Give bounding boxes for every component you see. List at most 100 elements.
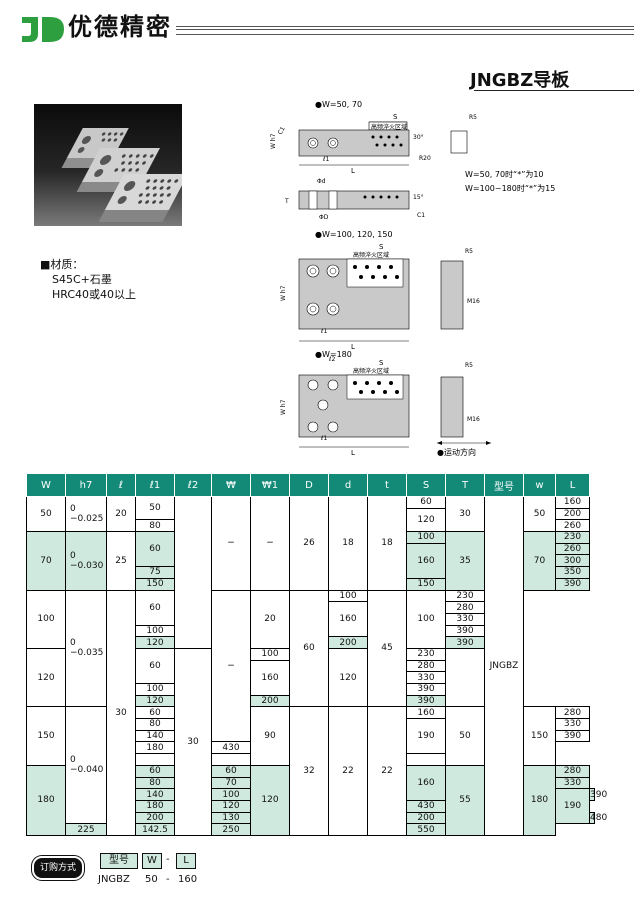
col-t: t — [367, 473, 407, 497]
table-cell: 230 — [445, 589, 485, 603]
table-cell — [135, 753, 175, 766]
brand-name: 优德精密 — [68, 13, 172, 41]
table-cell: 180 — [135, 799, 175, 813]
table-cell: 60 — [406, 496, 446, 509]
col-h7: h7 — [65, 473, 107, 497]
table-cell: 200 — [555, 507, 590, 521]
svg-text:C1: C1 — [277, 125, 287, 136]
svg-text:15°: 15° — [413, 194, 424, 201]
table-cell: 32 — [289, 706, 329, 836]
table-cell: 330 — [445, 612, 485, 626]
table-cell: 18 — [367, 496, 407, 591]
order-dash-1: - — [166, 854, 170, 865]
table-cell: 280 — [406, 659, 446, 673]
svg-text:R5: R5 — [465, 362, 473, 369]
table-cell: 120 — [328, 647, 368, 708]
table-cell: 120 — [26, 647, 66, 708]
svg-text:ΦD: ΦD — [319, 214, 329, 221]
table-cell: 100 — [406, 589, 446, 649]
svg-text:Φd: Φd — [317, 178, 326, 185]
svg-text:R5: R5 — [465, 248, 473, 255]
svg-text:T: T — [284, 198, 289, 205]
table-cell: 260 — [555, 519, 590, 533]
note-w100-180: W=100~180时“*”为15 — [465, 183, 555, 193]
table-cell: 150 — [406, 577, 446, 591]
header-rule — [176, 26, 634, 35]
table-cell: 280 — [445, 601, 485, 614]
table-cell: 50 — [523, 495, 556, 533]
table-cell: 280 — [555, 706, 590, 720]
table-cell: 55 — [445, 764, 485, 836]
table-cell: 70 — [523, 531, 556, 591]
table-cell: 45 — [367, 589, 407, 708]
title-underline — [474, 90, 634, 91]
table-row — [27, 753, 595, 766]
table-cell: 200 — [135, 811, 175, 825]
table-cell: 100 — [135, 683, 175, 696]
table-cell: 550 — [406, 823, 446, 836]
table-cell: 300 — [555, 554, 590, 568]
svg-text:高频淬火区域: 高频淬火区域 — [353, 251, 389, 259]
order-method-badge: 订购方式 — [32, 856, 84, 880]
table-cell: 80 — [135, 776, 175, 790]
table-cell: 75 — [135, 566, 175, 579]
table-cell: 390 — [406, 694, 446, 708]
view1-label: ●W=50, 70 — [315, 100, 362, 109]
table-cell: 160 — [555, 496, 590, 509]
svg-text:L: L — [351, 343, 355, 351]
table-row: 80 260 — [27, 519, 595, 533]
svg-text:R5: R5 — [469, 114, 477, 121]
table-cell: 225 — [65, 823, 107, 836]
motion-direction-label: ●运动方向 — [437, 447, 476, 457]
table-cell: 390 — [445, 624, 485, 638]
product-title: JNGBZ导板 — [470, 70, 570, 91]
col-w-sym: ₩ — [211, 473, 251, 497]
svg-text:ℓ1: ℓ1 — [320, 328, 327, 335]
svg-text:M16: M16 — [467, 416, 480, 423]
table-cell: 120 — [211, 799, 251, 813]
svg-text:C1: C1 — [417, 212, 425, 219]
svg-text:高频淬火区域: 高频淬火区域 — [371, 123, 407, 131]
note-w50-70: W=50, 70时“*”为10 — [465, 169, 544, 179]
col-D: D — [289, 473, 329, 497]
table-cell: 150 — [135, 577, 175, 591]
table-cell: 260 — [555, 542, 590, 556]
table-cell: 430 — [406, 799, 446, 813]
view2-label: ●W=100, 120, 150 — [315, 230, 393, 239]
view3-label: ●W=180 — [315, 350, 352, 359]
table-cell: 25 — [106, 531, 136, 591]
table-cell: 390 — [555, 577, 590, 591]
order-l-box: L — [176, 853, 196, 869]
table-cell: 80 — [135, 519, 175, 533]
svg-text:L: L — [351, 449, 355, 457]
col-l: ℓ — [106, 473, 136, 497]
table-row: 150 150 390 — [27, 577, 595, 591]
table-cell: 22 — [328, 706, 368, 836]
table-cell: 60 — [289, 589, 329, 708]
svg-text:30°: 30° — [413, 134, 424, 141]
table-cell: 60 — [211, 764, 251, 778]
company-logo — [22, 17, 64, 42]
svg-text:W h7: W h7 — [280, 399, 287, 415]
svg-text:M16: M16 — [467, 298, 480, 305]
table-cell: 142.5 — [135, 823, 175, 836]
table-cell: 0−0.025 — [65, 495, 107, 533]
table-cell: 80 — [135, 718, 175, 731]
table-cell: 100 — [211, 788, 251, 801]
table-cell: 180 — [135, 741, 175, 755]
table-row: 330 — [27, 612, 595, 626]
table-cell: 50 — [26, 495, 66, 533]
svg-text:W h7: W h7 — [280, 285, 287, 301]
table-cell: 430 — [211, 741, 251, 755]
table-cell: 60 — [135, 764, 175, 778]
